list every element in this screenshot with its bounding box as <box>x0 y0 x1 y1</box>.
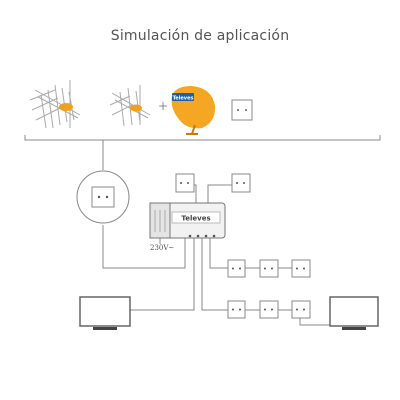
outlet-row1-1 <box>227 259 246 278</box>
tv-left-line <box>130 238 195 311</box>
page-title: Simulación de aplicación <box>110 28 290 44</box>
satellite-dish-icon: Televes <box>171 86 216 135</box>
amp-out-row1 <box>209 238 228 269</box>
outlet-row1-3 <box>291 259 311 278</box>
outlet-row2-2 <box>259 300 279 319</box>
power-label: 230V~ <box>150 244 174 252</box>
antenna-small-icon <box>109 85 151 127</box>
tv-right-icon <box>329 296 379 330</box>
amp-out-top2 <box>207 184 232 203</box>
wall-socket-icon <box>231 99 253 121</box>
tv-icon <box>79 296 131 330</box>
amplifier-icon: Televes <box>149 202 226 239</box>
outlet-row1-2 <box>259 259 279 278</box>
outlet-top-1 <box>175 173 195 193</box>
amp-out-row2 <box>201 238 228 311</box>
round-outlet-icon <box>76 170 130 224</box>
tv-right-line <box>299 318 330 326</box>
outlet-row2-1 <box>227 300 246 319</box>
antenna-icon <box>29 80 81 129</box>
dish-brand: Televes <box>173 96 194 102</box>
plus-sign: + <box>158 99 168 113</box>
amp-input-line <box>102 225 186 269</box>
bracket-line <box>24 135 381 141</box>
outlet-row2-3 <box>291 300 311 319</box>
outlet-top-2 <box>231 173 251 193</box>
amplifier-brand: Televes <box>181 215 210 223</box>
